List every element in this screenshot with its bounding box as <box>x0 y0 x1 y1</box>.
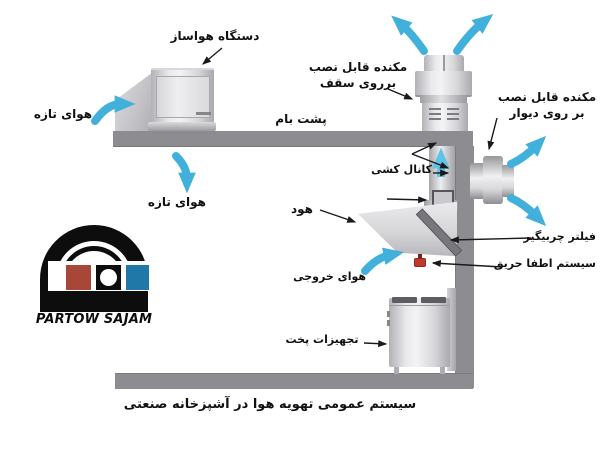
burner <box>421 297 446 303</box>
logo-base-bar <box>40 291 148 312</box>
label-fire-suppression: سیستم اطفا حریق <box>493 257 596 270</box>
air-handler-base <box>148 122 216 131</box>
range-leg <box>394 367 399 374</box>
roof-fan-base <box>422 103 468 131</box>
label-wall-exhaust-line2: بر روی دیوار <box>509 106 585 120</box>
brand-name: PARTOW SAJAM <box>35 312 153 327</box>
label-cooking-equipment: تجهیزات پخت <box>285 333 359 346</box>
wall-fan-body <box>483 156 503 204</box>
exhaust-into-hood-arrow <box>361 247 405 275</box>
label-wall-exhaust: مکنده قابل نصب بر روی دیوار <box>494 89 600 121</box>
air-handler-panel <box>156 76 210 118</box>
burner <box>392 297 417 303</box>
label-air-handler: دستگاه هواساز <box>170 29 260 43</box>
roof-fan-louver <box>447 108 459 110</box>
label-wall-exhaust-line1: مکنده قابل نصب <box>497 90 597 104</box>
cooking-range <box>389 298 450 367</box>
floor-slab <box>115 373 473 389</box>
air-handler-nameplate <box>196 112 211 115</box>
diagram-caption: سیستم عمومی تهویه هوا در آشپزخانه صنعتی <box>123 397 417 412</box>
roof-fan-louver <box>429 118 441 120</box>
range-knob <box>387 320 390 326</box>
label-fresh-air-mid: هوای تازه <box>147 195 206 209</box>
roof-fan-louver <box>429 113 441 115</box>
hood-pointer <box>319 209 357 223</box>
fire-sprinkler-stem <box>418 254 422 259</box>
range-leg <box>440 367 445 374</box>
cooking-range-back <box>447 288 456 371</box>
roof-fan-left-arrow <box>391 15 428 55</box>
wall-exhaust-pointer <box>487 117 498 151</box>
label-grease-filter: فیلتر چربیگیر <box>523 230 596 243</box>
label-roof-exhaust-line1: مکنده قابل نصب <box>308 60 408 74</box>
access-panel-pointer <box>386 196 428 204</box>
roof-fan-louver <box>429 108 441 110</box>
roof-slab <box>113 131 473 147</box>
roof-fan-louver <box>447 113 459 115</box>
logo-square-red <box>66 265 91 290</box>
fresh-air-down-arrow <box>172 152 196 194</box>
label-roof-exhaust: مکنده قابل نصب برروی سقف <box>302 59 414 91</box>
roof-fan-neck <box>420 95 467 103</box>
label-hood: هود <box>290 202 313 216</box>
logo-square-blue <box>126 265 149 290</box>
label-roof-exhaust-line2: برروی سقف <box>319 76 397 90</box>
roof-fan-right-arrow <box>453 14 494 55</box>
cooking-range-topline <box>389 305 450 306</box>
wall-fan-lower-arrow <box>507 194 547 227</box>
roof-fan-louver <box>447 118 459 120</box>
roof-fan-collar <box>415 71 472 97</box>
cooking-equipment-pointer <box>363 340 388 348</box>
label-rooftop: پشت بام <box>275 112 327 126</box>
label-exhaust-air: هوای خروجی <box>293 270 366 283</box>
label-fresh-air-left: هوای تازه <box>33 107 93 121</box>
roof-fan-cap-seam <box>443 55 445 72</box>
air-handler-pointer <box>202 47 223 65</box>
wall-fan-upper-arrow <box>507 135 547 168</box>
fire-sprinkler <box>414 258 426 267</box>
wall-fan-cap <box>502 165 514 197</box>
range-knob <box>387 311 390 317</box>
logo-circle <box>100 269 117 286</box>
wall-fan-flange <box>470 163 484 199</box>
label-ducting: کانال کشی <box>371 163 432 176</box>
